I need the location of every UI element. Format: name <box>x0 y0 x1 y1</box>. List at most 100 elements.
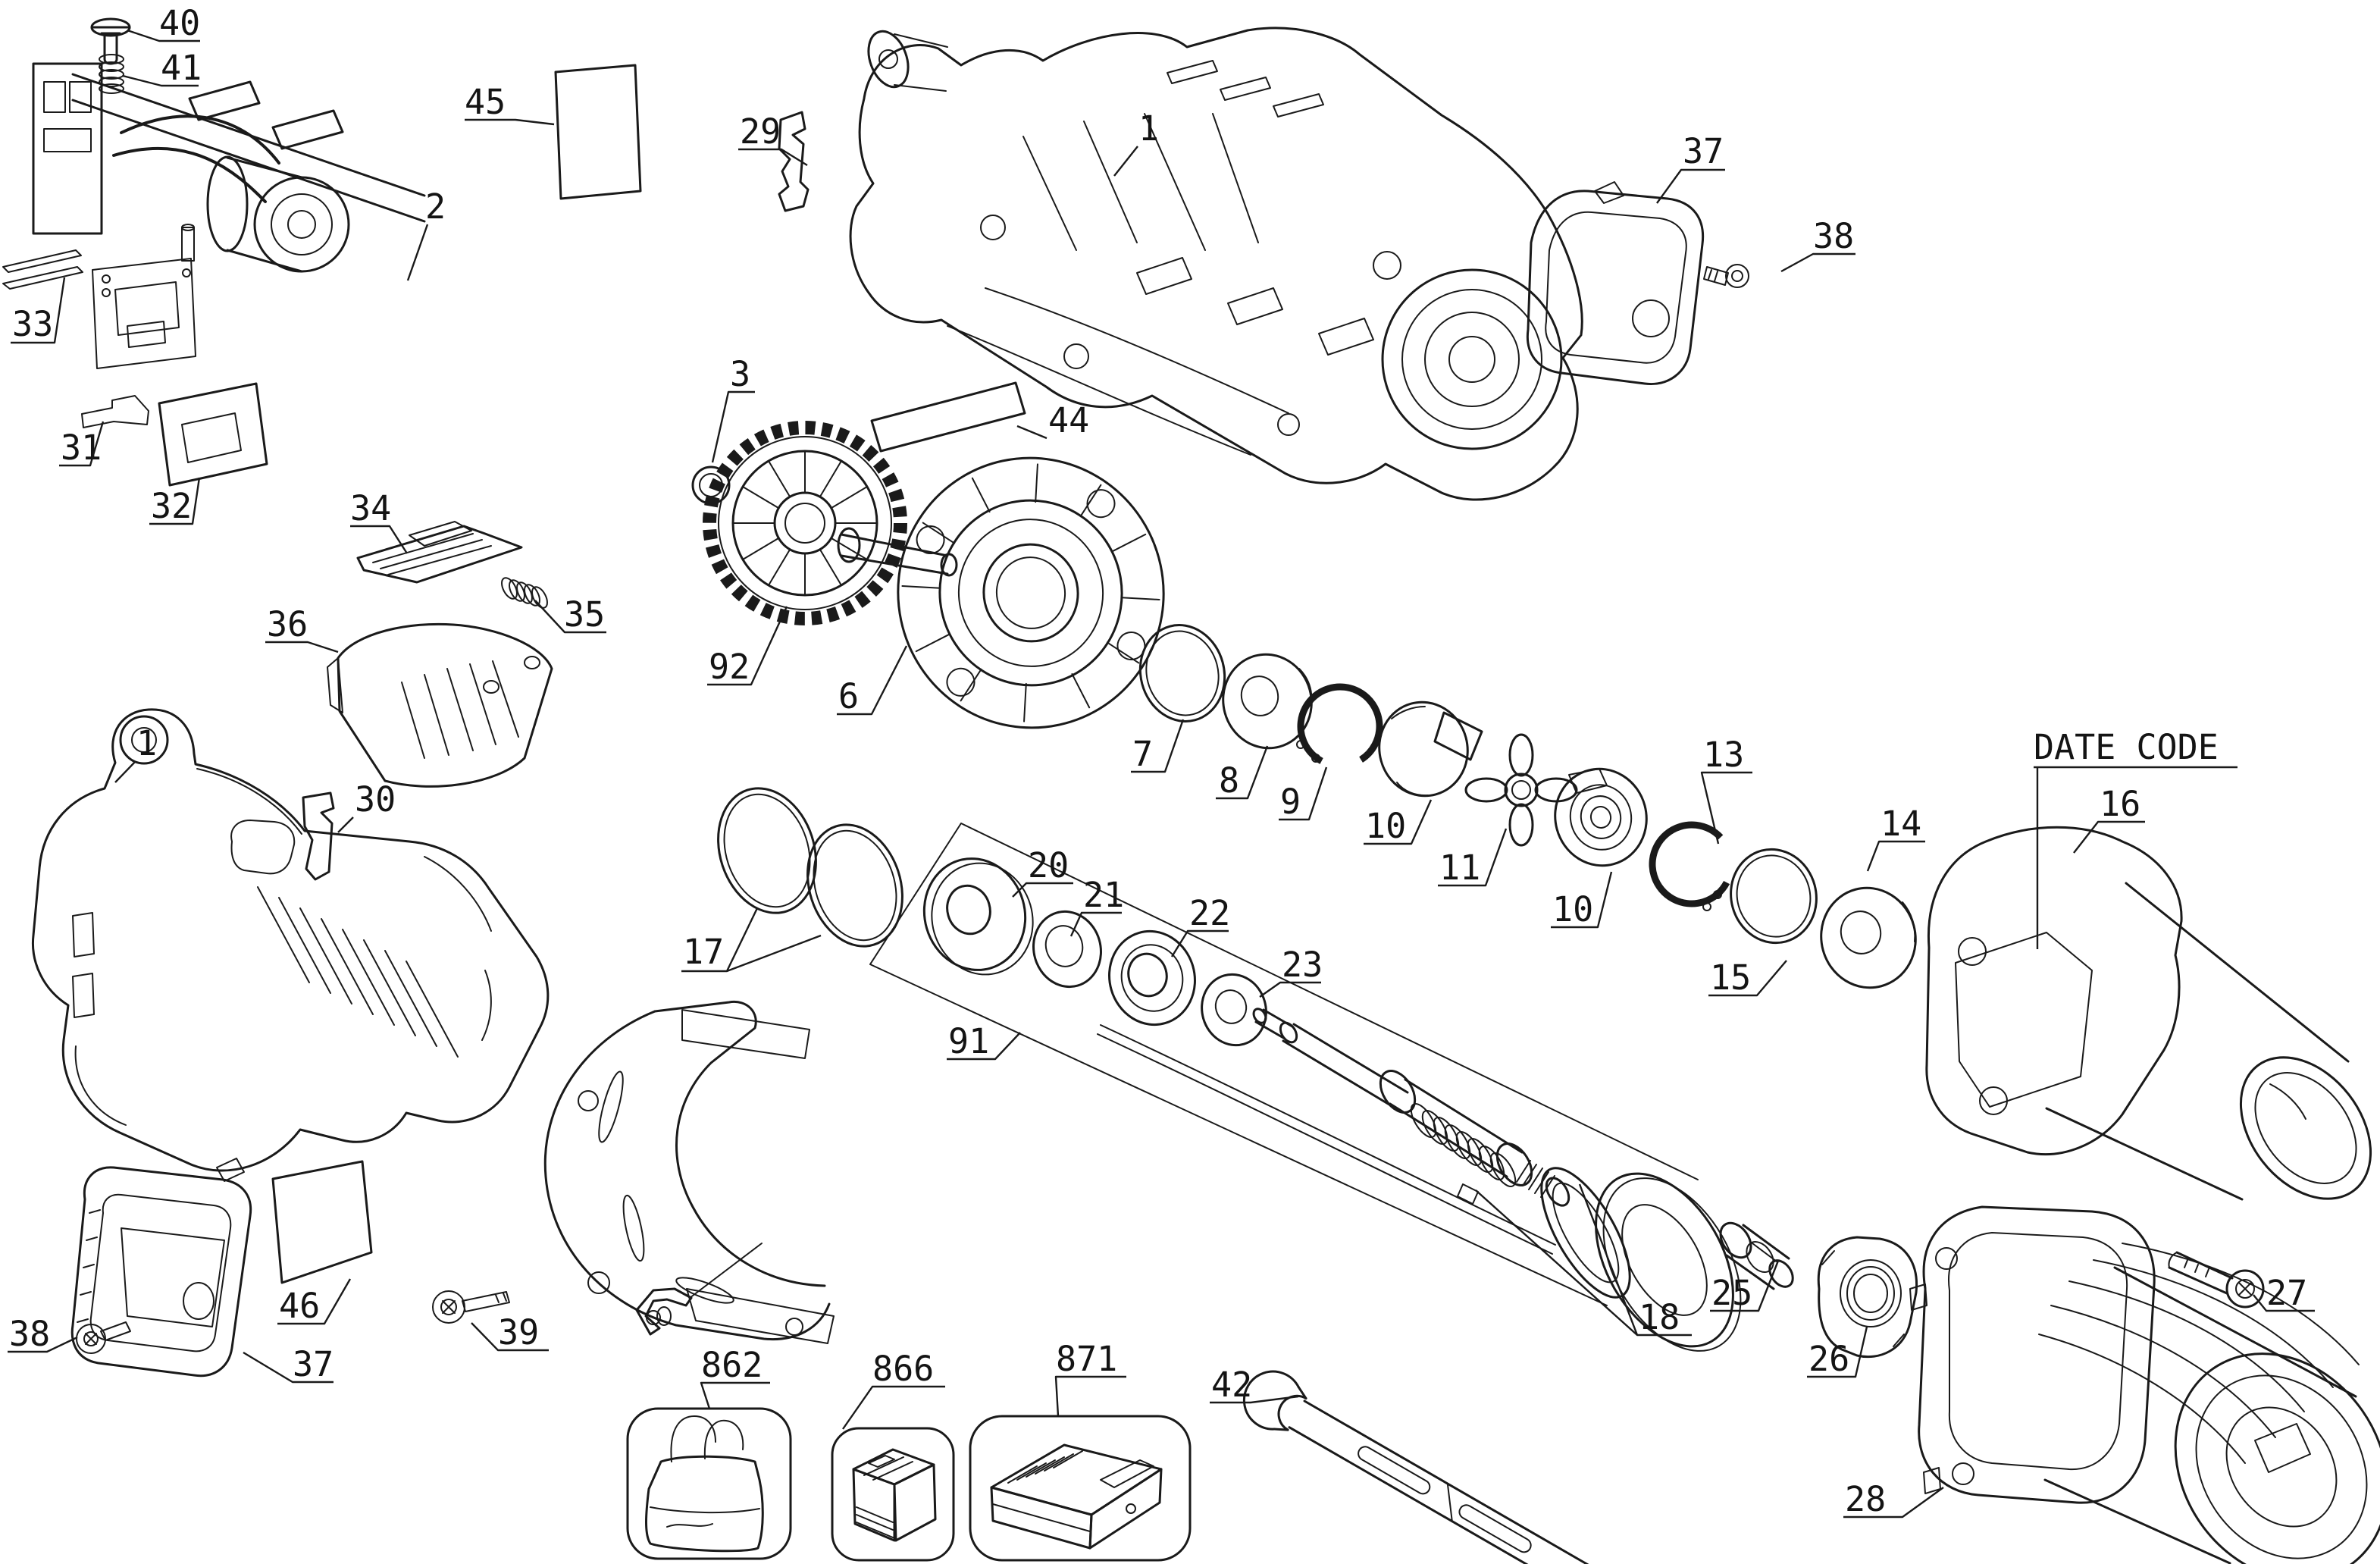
belt-clip-plate-37-bottom <box>70 1158 252 1378</box>
callout-44: 44 <box>1048 400 1089 440</box>
leader-line <box>1016 425 1048 440</box>
slider-button-part-34 <box>356 521 523 584</box>
leader-line <box>337 816 354 833</box>
callout-10: 10 <box>1552 889 1593 929</box>
callout-14: 14 <box>1881 804 1921 844</box>
leader-line <box>738 148 808 167</box>
leader-line <box>1210 1395 1299 1404</box>
leader-line <box>1054 1375 1126 1417</box>
callout-26: 26 <box>1808 1339 1849 1379</box>
guard-plate-part-28 <box>1909 1205 2156 1504</box>
spring-part-35 <box>501 577 548 609</box>
callout-34: 34 <box>350 488 391 528</box>
leader-line <box>11 277 66 344</box>
leader-line <box>842 1385 945 1430</box>
housing-half-lower-1 <box>31 708 550 1172</box>
leader-line <box>1710 1260 1780 1312</box>
leader-line <box>471 1322 549 1352</box>
leader-line <box>149 477 201 525</box>
leader-line <box>1131 719 1185 773</box>
callout-46: 46 <box>279 1286 320 1326</box>
callout-8: 8 <box>1219 760 1239 801</box>
screw-part-38-bottom <box>76 1321 131 1354</box>
brush-strip-parts-33 <box>2 249 83 290</box>
callout-29: 29 <box>740 111 781 152</box>
retaining-ring-part-13 <box>1649 821 1735 911</box>
leader-line <box>127 29 200 42</box>
warning-label-46 <box>271 1160 373 1284</box>
retaining-ring-part-9 <box>1296 683 1383 769</box>
callout-20: 20 <box>1028 845 1069 885</box>
leader-line <box>534 600 606 634</box>
callout-27: 27 <box>2266 1273 2307 1313</box>
leader-line <box>1259 981 1321 998</box>
collet-nut-part-26 <box>1817 1236 1918 1359</box>
leader-line <box>465 118 555 126</box>
warning-label-44 <box>870 381 1026 453</box>
switch-cover-part-32 <box>158 382 268 487</box>
leader-line <box>114 760 136 783</box>
battery-pack-866 <box>852 1448 937 1542</box>
leader-line <box>1843 1487 1944 1519</box>
spider-coupling-part-11 <box>1464 733 1578 847</box>
leader-line <box>59 421 105 467</box>
leader-line <box>726 934 822 973</box>
washer-part-14 <box>1820 886 1917 989</box>
callout-38: 38 <box>1813 216 1854 256</box>
callout-28: 28 <box>1845 1479 1886 1519</box>
washer-part-23 <box>1201 973 1267 1047</box>
leader-line <box>700 1381 770 1409</box>
lock-clip-part-29 <box>778 111 810 212</box>
leader-line <box>837 645 908 716</box>
callout-37: 37 <box>293 1344 334 1384</box>
callout-18: 18 <box>1639 1297 1680 1337</box>
callout-7: 7 <box>1132 734 1153 774</box>
gear-case-housing <box>543 1000 835 1344</box>
callout-25: 25 <box>1711 1273 1752 1313</box>
o-ring-part-7 <box>1138 624 1226 722</box>
callout-10: 10 <box>1365 806 1406 846</box>
callout-22: 22 <box>1189 893 1230 933</box>
nose-housing-part-16 <box>1925 826 2372 1201</box>
callout-45: 45 <box>465 82 506 122</box>
leader-line <box>1551 871 1613 929</box>
leader-line <box>265 641 339 653</box>
callout-15: 15 <box>1710 958 1751 998</box>
callout-39: 39 <box>498 1312 539 1352</box>
leader-line <box>277 1278 352 1325</box>
leader-line <box>1700 771 1752 845</box>
leader-line <box>1807 1326 1868 1378</box>
washer-part-22 <box>1108 929 1196 1026</box>
screw-part-39 <box>432 1290 510 1324</box>
callout-date-code: DATE CODE <box>2034 727 2219 767</box>
callout-17: 17 <box>683 932 724 972</box>
leader-line <box>1708 960 1787 997</box>
collet-part-25 <box>1719 1221 1794 1290</box>
warning-label-45 <box>554 64 642 200</box>
washer-part-8 <box>1222 653 1313 750</box>
leader-line <box>1656 168 1725 204</box>
callout-866: 866 <box>872 1349 934 1389</box>
callout-38: 38 <box>9 1314 50 1354</box>
callout-41: 41 <box>161 48 202 88</box>
leader-line <box>350 525 409 554</box>
callout-9: 9 <box>1280 782 1301 822</box>
callout-40: 40 <box>159 3 200 43</box>
battery-charger-871 <box>990 1443 1163 1550</box>
leader-line <box>947 1032 1021 1061</box>
coupler-half-part-10a <box>1378 701 1483 798</box>
wrench-part-42 <box>1242 1370 1605 1564</box>
leader-line <box>1012 882 1073 898</box>
callout-37: 37 <box>1683 131 1724 171</box>
leader-line <box>1069 911 1122 937</box>
gear-part-92 <box>703 421 958 625</box>
leader-line <box>1438 828 1508 887</box>
callout-21: 21 <box>1083 875 1124 915</box>
leader-line <box>707 606 788 686</box>
leader-line <box>406 224 429 281</box>
callout-871: 871 <box>1056 1339 1117 1379</box>
leader-line <box>1866 840 1925 872</box>
